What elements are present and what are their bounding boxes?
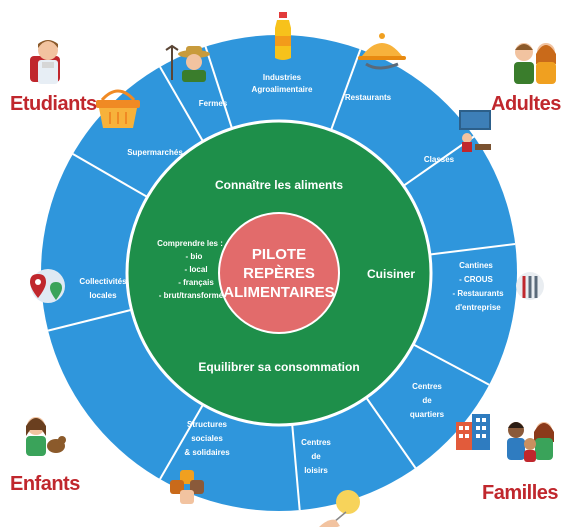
segment-loisirs-line-3: loisirs: [304, 466, 328, 475]
audience-enfants: Enfants: [10, 473, 80, 495]
hand-with-balloon-icon: [319, 490, 360, 527]
inner-left-item-bio: - bio: [186, 252, 203, 261]
segment-restaurants: Restaurants: [345, 93, 392, 102]
student-with-backpack-icon: [30, 40, 60, 84]
audience-familles: Familles: [482, 482, 559, 504]
segment-industries-line-2: Agroalimentaire: [252, 85, 313, 94]
audience-adultes: Adultes: [491, 93, 561, 115]
farmer-icon: [165, 44, 210, 82]
segment-quartiers-line-3: quartiers: [410, 410, 445, 419]
segment-quartiers-line-1: Centres: [412, 382, 442, 391]
bottle-icon: [275, 12, 291, 60]
inner-left-item-brut: - brut/transformé: [159, 291, 224, 300]
segment-supermarches: Supermarchés: [127, 148, 183, 157]
segment-divider: [291, 424, 301, 511]
center-circle: [218, 212, 340, 334]
segment-divider: [365, 396, 417, 469]
segment-structures-line-2: sociales: [191, 434, 223, 443]
inner-left-title: Comprendre les :: [157, 239, 223, 248]
family-icon: [507, 422, 554, 462]
segment-collectivites-line-1: Collectivités: [79, 277, 127, 286]
center-title-line-1: PILOTE: [252, 246, 306, 263]
inner-left-item-francais: - français: [178, 278, 214, 287]
segment-loisirs-line-2: de: [311, 452, 321, 461]
center-title-line-3: ALIMENTAIRES: [223, 284, 334, 301]
segment-loisirs-line-1: Centres: [301, 438, 331, 447]
joined-hands-icon: [170, 470, 204, 504]
segment-cantines-line-2: - CROUS: [459, 275, 493, 284]
segment-cantines-line-1: Cantines: [459, 261, 493, 270]
segment-classes: Classes: [424, 155, 455, 164]
segment-fermes: Fermes: [199, 99, 228, 108]
segment-divider: [47, 308, 132, 332]
segment-divider: [412, 343, 490, 386]
buildings-icon: [456, 414, 490, 450]
segment-structures-line-1: Structures: [187, 420, 228, 429]
segment-cantines-line-4: d'entreprise: [455, 303, 501, 312]
inner-top-label: Connaître les aliments: [215, 178, 343, 192]
map-pins-icon: [30, 269, 65, 303]
inner-right-label: Cuisiner: [367, 267, 415, 281]
segment-quartiers-line-2: de: [422, 396, 432, 405]
segment-divider: [159, 404, 204, 480]
serving-cloche-icon: [358, 33, 406, 70]
child-with-dog-icon: [26, 417, 66, 456]
segment-structures-line-3: & solidaires: [184, 448, 230, 457]
segment-divider: [159, 66, 204, 142]
segment-cantines-line-3: - Restaurants: [452, 289, 504, 298]
shopping-basket-icon: [96, 89, 140, 128]
inner-bottom-label: Equilibrer sa consommation: [198, 360, 359, 374]
audience-etudiants: Etudiants: [10, 93, 97, 115]
segment-divider: [204, 46, 233, 129]
segment-divider: [330, 49, 362, 131]
classroom-teacher-icon: [459, 110, 491, 152]
segment-collectivites-line-2: locales: [89, 291, 117, 300]
inner-left-item-local: - local: [184, 265, 207, 274]
segment-industries-line-1: Industries: [263, 73, 302, 82]
center-title-line-2: REPÈRES: [243, 265, 315, 282]
segment-divider: [72, 153, 148, 198]
cutlery-icon: [516, 272, 544, 300]
adults-couple-icon: [514, 43, 556, 84]
segment-divider: [429, 243, 516, 256]
